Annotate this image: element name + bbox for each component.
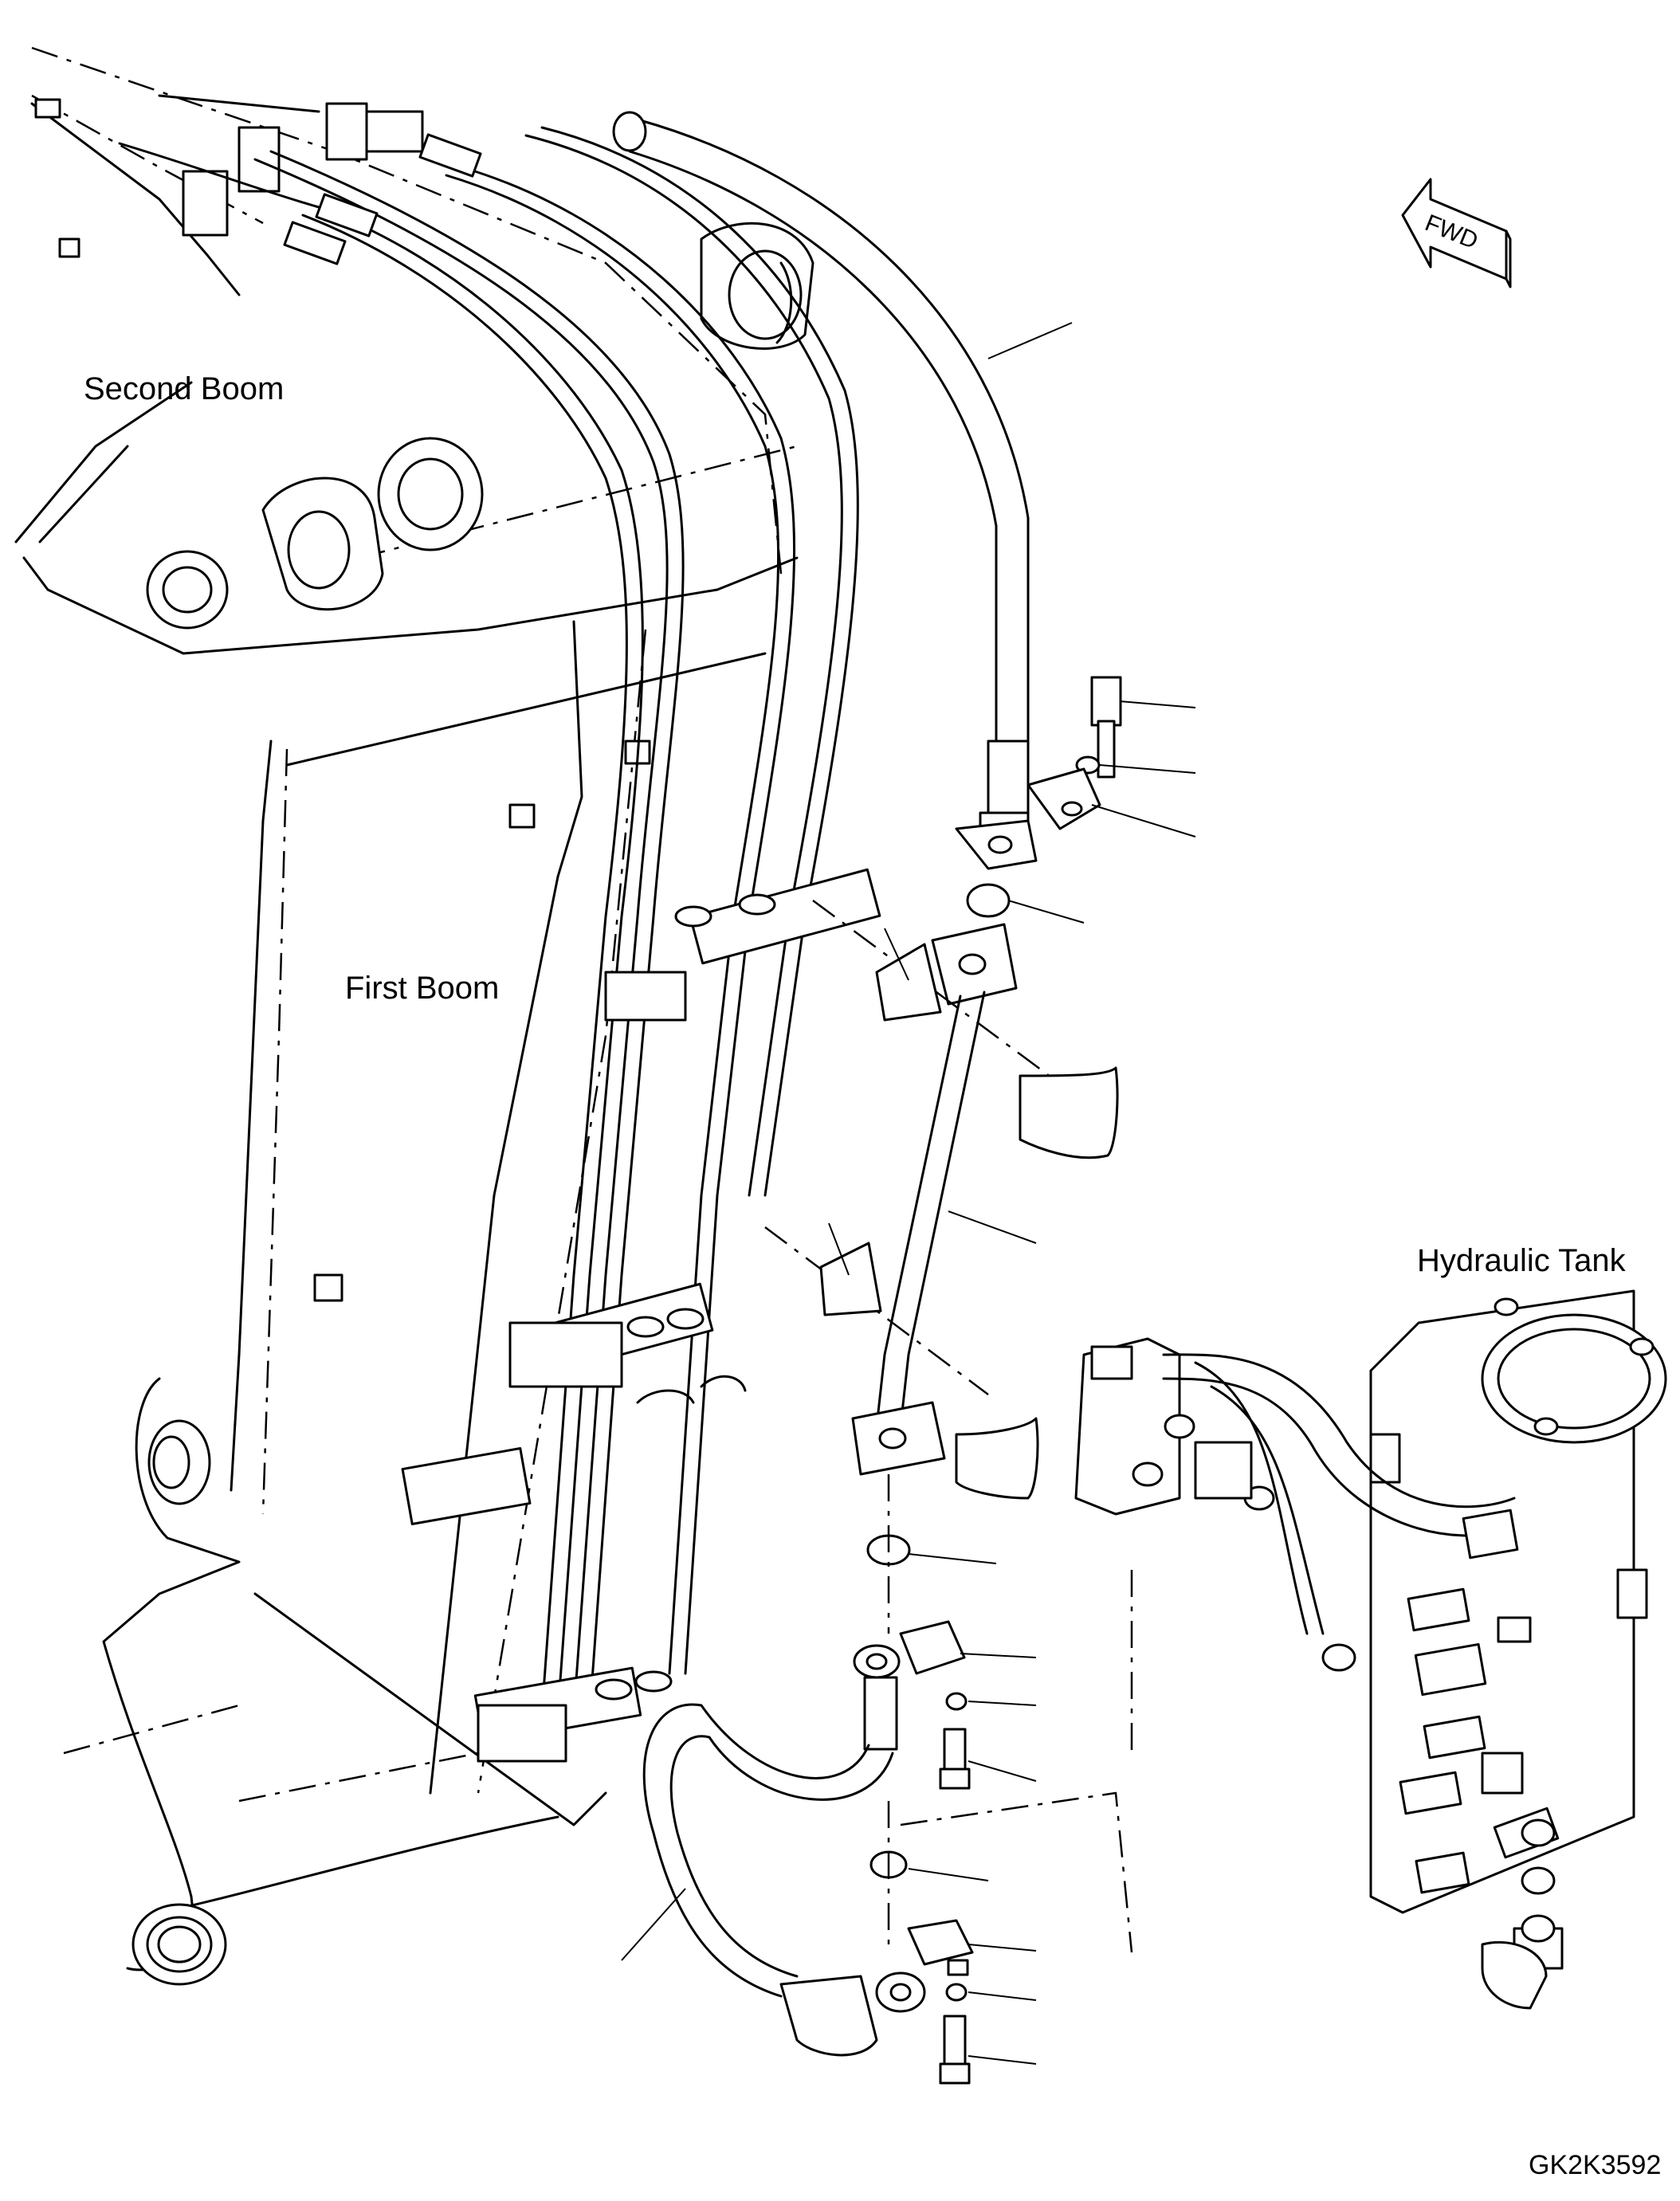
- steel-tube: [764, 899, 1119, 1500]
- first-boom-body: [22, 46, 814, 1986]
- label-first-boom: First Boom: [345, 971, 500, 1006]
- hydraulic-tank: [1074, 1289, 1667, 2010]
- hose-bundle: [253, 126, 881, 1763]
- upper-hose: [612, 111, 1073, 870]
- drawing-code: GK2K3592: [1529, 2150, 1662, 2180]
- lower-hose-assembly: [621, 1474, 1133, 2085]
- second-boom: [14, 94, 424, 543]
- upper-fittings: [966, 676, 1196, 924]
- label-second-boom: Second Boom: [84, 371, 285, 406]
- label-hydraulic-tank: Hydraulic Tank: [1417, 1243, 1626, 1278]
- fwd-arrow-icon: [1401, 178, 1512, 288]
